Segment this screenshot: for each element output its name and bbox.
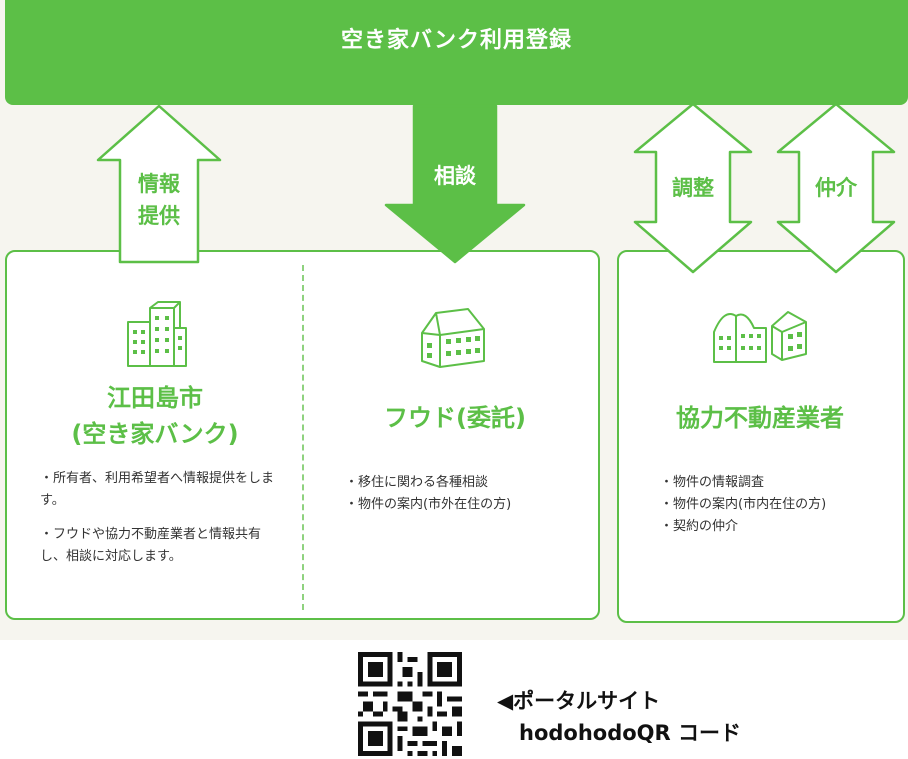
info-provide-arrow: [96, 104, 222, 264]
consult-arrow: [384, 104, 526, 264]
house-icon: [421, 308, 485, 368]
info-provide-label-line1: 情報: [138, 172, 180, 196]
city-heading-line1: 江田島市: [107, 384, 203, 412]
realtor-panel: [617, 250, 905, 623]
list-item: ・物件の案内(市外在住の方): [345, 497, 512, 512]
portal-caption: ◀ポータルサイト hodohodoQR コード: [497, 685, 741, 749]
qr-code-icon[interactable]: [358, 652, 462, 756]
office-building-icon: [127, 301, 187, 367]
city-bullet-list: ・所有者、利用希望者へ情報提供をします。 ・フウドや協力不動産業者と情報共有し、…: [40, 468, 280, 580]
list-item: ・所有者、利用希望者へ情報提供をします。: [40, 471, 275, 508]
info-provide-label: 情報 提供: [129, 168, 189, 232]
fudo-heading: フウド(委託): [384, 404, 526, 432]
list-item: ・物件の情報調査: [660, 475, 765, 490]
broker-label: 仲介: [815, 176, 857, 200]
fudo-bullet-list: ・移住に関わる各種相談 ・物件の案内(市外在住の方): [345, 472, 585, 516]
adjust-arrow: [633, 102, 753, 274]
realtor-bullet-list: ・物件の情報調査 ・物件の案内(市内在住の方) ・契約の仲介: [660, 472, 900, 538]
panel-divider: [302, 265, 304, 610]
info-provide-label-line2: 提供: [138, 204, 180, 228]
city-heading-line2: (空き家バンク): [71, 420, 239, 448]
list-item: ・契約の仲介: [660, 519, 739, 534]
houses-icon: [713, 311, 807, 363]
adjust-label: 調整: [672, 176, 714, 200]
realtor-heading: 協力不動産業者: [676, 404, 844, 432]
portal-caption-line1: ◀ポータルサイト: [497, 689, 661, 713]
portal-caption-line2: hodohodoQR コード: [519, 721, 742, 745]
registration-banner: 空き家バンク利用登録: [5, 0, 908, 105]
banner-title: 空き家バンク利用登録: [340, 28, 573, 53]
city-heading: 江田島市 (空き家バンク): [40, 380, 270, 452]
list-item: ・フウドや協力不動産業者と情報共有し、相談に対応します。: [40, 527, 262, 564]
flow-arrows: [96, 102, 896, 274]
list-item: ・移住に関わる各種相談: [345, 475, 489, 490]
consult-label: 相談: [434, 164, 476, 188]
list-item: ・物件の案内(市内在住の方): [660, 497, 827, 512]
broker-arrow: [776, 102, 896, 274]
